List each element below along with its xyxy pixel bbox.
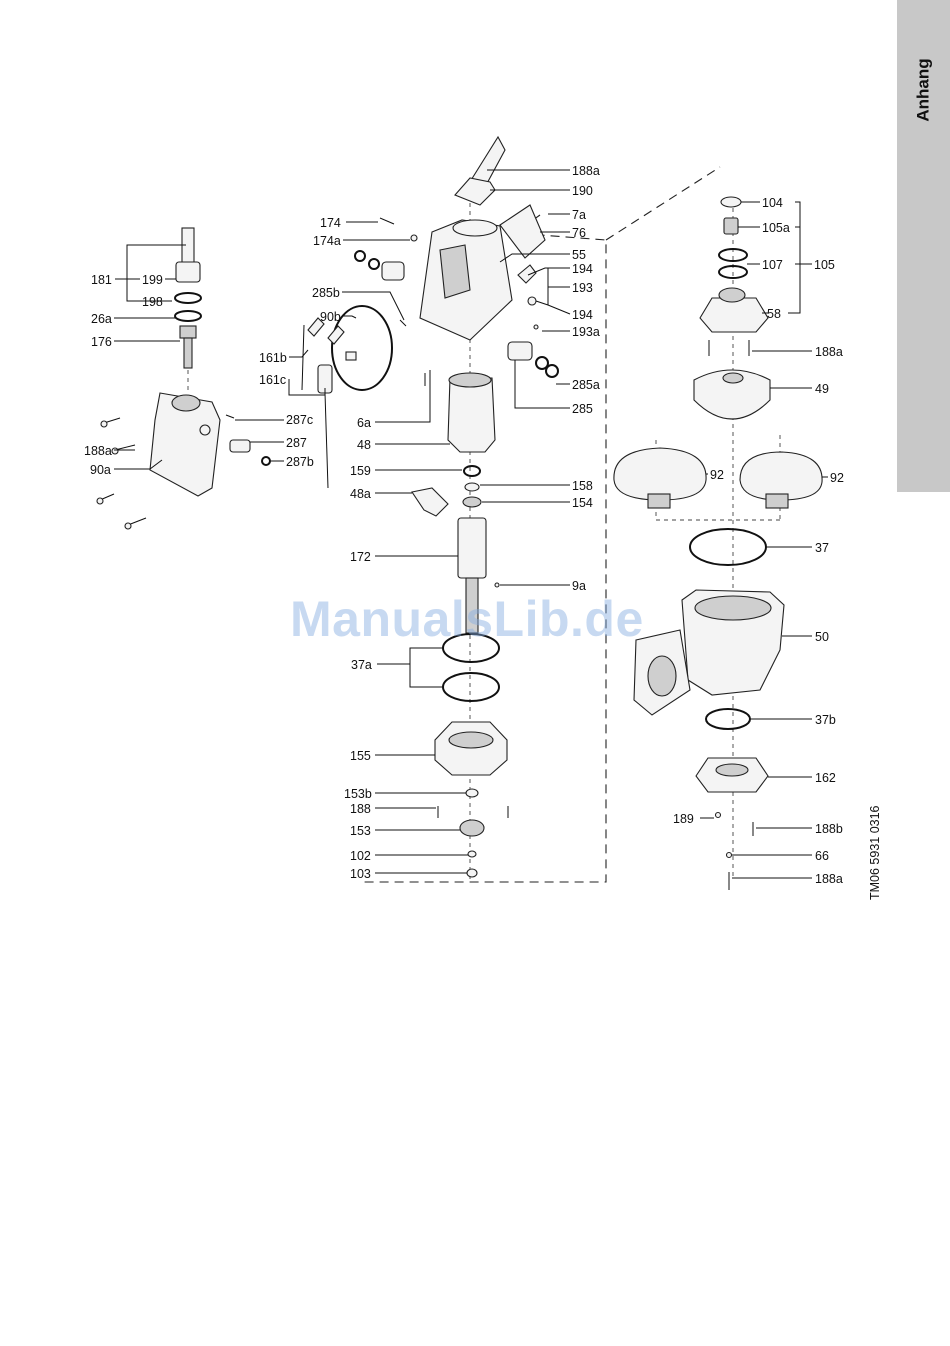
label-188: 188 bbox=[350, 802, 371, 816]
label-188b: 188b bbox=[815, 822, 843, 836]
label-48a: 48a bbox=[350, 487, 371, 501]
label-188a-top: 188a bbox=[572, 164, 600, 178]
label-193a: 193a bbox=[572, 325, 600, 339]
label-189: 189 bbox=[673, 812, 694, 826]
label-92-left: 92 bbox=[710, 468, 724, 482]
label-194-top: 194 bbox=[572, 262, 593, 276]
label-6a: 6a bbox=[357, 416, 371, 430]
drawing-code: TM06 5931 0316 bbox=[868, 805, 882, 900]
label-181: 181 bbox=[91, 273, 112, 287]
label-37b: 37b bbox=[815, 713, 836, 727]
cable-entry-assembly bbox=[97, 228, 270, 529]
assembly-boundary bbox=[360, 167, 720, 882]
label-90a: 90a bbox=[90, 463, 111, 477]
label-172: 172 bbox=[350, 550, 371, 564]
label-162: 162 bbox=[815, 771, 836, 785]
label-102: 102 bbox=[350, 849, 371, 863]
label-174a: 174a bbox=[313, 234, 341, 248]
label-153: 153 bbox=[350, 824, 371, 838]
label-7a: 7a bbox=[572, 208, 586, 222]
label-76: 76 bbox=[572, 226, 586, 240]
label-104: 104 bbox=[762, 196, 783, 210]
label-287c: 287c bbox=[286, 413, 313, 427]
pump-housing-assembly bbox=[614, 197, 822, 890]
label-26a: 26a bbox=[91, 312, 112, 326]
label-158: 158 bbox=[572, 479, 593, 493]
label-50: 50 bbox=[815, 630, 829, 644]
label-107: 107 bbox=[762, 258, 783, 272]
label-188a-right: 188a bbox=[815, 345, 843, 359]
label-198: 198 bbox=[142, 295, 163, 309]
label-48: 48 bbox=[357, 438, 371, 452]
label-285a: 285a bbox=[572, 378, 600, 392]
label-155: 155 bbox=[350, 749, 371, 763]
label-188a-left: 188a bbox=[84, 444, 112, 458]
drawing-code-box: TM06 5931 0316 bbox=[868, 900, 884, 901]
label-188a-bottom: 188a bbox=[815, 872, 843, 886]
label-153b: 153b bbox=[344, 787, 372, 801]
label-287b: 287b bbox=[286, 455, 314, 469]
label-190: 190 bbox=[572, 184, 593, 198]
label-66: 66 bbox=[815, 849, 829, 863]
motor-housing-assembly bbox=[355, 137, 558, 386]
label-37a: 37a bbox=[351, 658, 372, 672]
label-103: 103 bbox=[350, 867, 371, 881]
label-176: 176 bbox=[91, 335, 112, 349]
label-174: 174 bbox=[320, 216, 341, 230]
label-90b: 90b bbox=[320, 310, 341, 324]
label-287: 287 bbox=[286, 436, 307, 450]
watermark: ManualsLib.de bbox=[290, 590, 644, 648]
label-285b: 285b bbox=[312, 286, 340, 300]
label-55: 55 bbox=[572, 248, 586, 262]
label-285: 285 bbox=[572, 402, 593, 416]
label-199: 199 bbox=[142, 273, 163, 287]
label-194-bottom: 194 bbox=[572, 308, 593, 322]
sensor-cable-assembly bbox=[302, 306, 392, 488]
label-159: 159 bbox=[350, 464, 371, 478]
label-105a: 105a bbox=[762, 221, 790, 235]
label-105: 105 bbox=[814, 258, 835, 272]
label-154: 154 bbox=[572, 496, 593, 510]
label-49: 49 bbox=[815, 382, 829, 396]
label-161b: 161b bbox=[259, 351, 287, 365]
label-161c: 161c bbox=[259, 373, 286, 387]
label-58: 58 bbox=[767, 307, 781, 321]
label-193: 193 bbox=[572, 281, 593, 295]
label-37: 37 bbox=[815, 541, 829, 555]
label-92-right: 92 bbox=[830, 471, 844, 485]
